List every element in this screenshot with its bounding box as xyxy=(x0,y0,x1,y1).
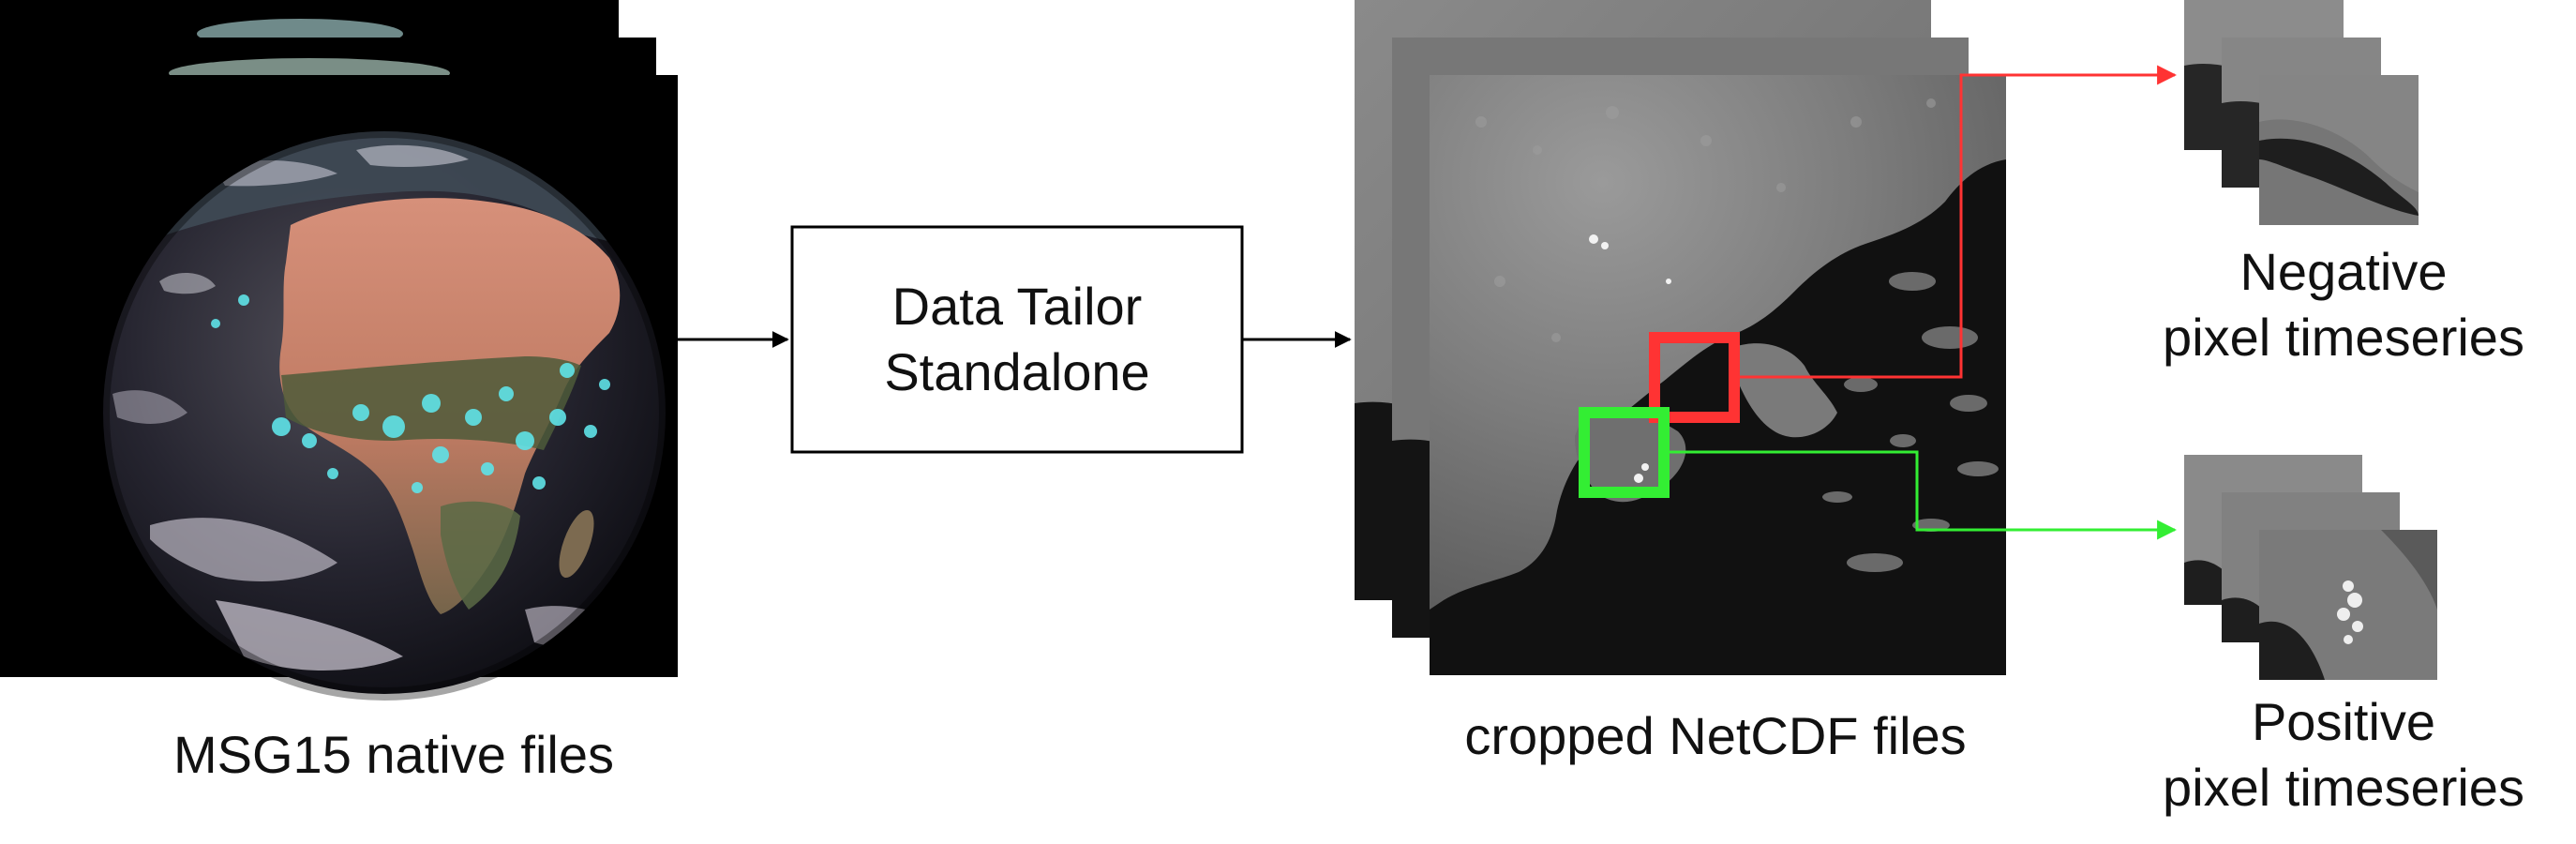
msg15-native-files-stack xyxy=(0,0,678,701)
earth-disk xyxy=(97,125,672,701)
data-tailor-line2: Standalone xyxy=(884,342,1150,401)
negative-connector xyxy=(1740,65,2178,379)
positive-timeseries-stack xyxy=(2184,455,2437,680)
negative-pixel-marker xyxy=(1649,332,1740,423)
msg15-caption: MSG15 native files xyxy=(173,725,614,784)
cropped-netcdf-stack xyxy=(1355,0,2006,675)
data-tailor-label: Data Tailor Standalone xyxy=(792,227,1242,452)
negative-timeseries-stack xyxy=(2184,0,2419,225)
positive-title-line2: pixel timeseries xyxy=(2163,758,2524,817)
negative-title-line2: pixel timeseries xyxy=(2163,308,2524,367)
positive-pixel-marker xyxy=(1579,407,1670,498)
positive-title-line1: Positive xyxy=(2251,692,2436,751)
data-tailor-line1: Data Tailor xyxy=(891,277,1143,336)
positive-connector xyxy=(1670,450,2178,540)
negative-title-line1: Negative xyxy=(2239,242,2448,301)
cropped-netcdf-caption: cropped NetCDF files xyxy=(1464,706,1967,765)
